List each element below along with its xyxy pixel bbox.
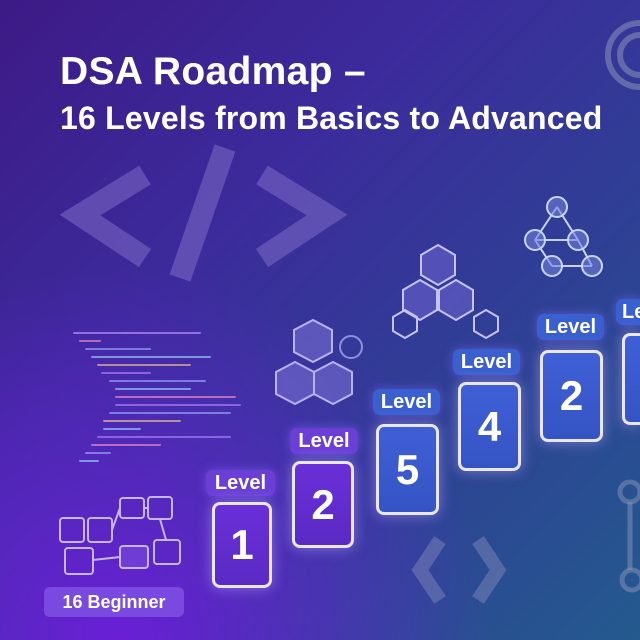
level-card-3: 5 <box>376 424 439 515</box>
level-card-5: 2 <box>540 350 603 442</box>
code-bracket-small-icon <box>411 536 507 604</box>
code-brackets-icon <box>59 144 348 282</box>
level-label-5: Level <box>537 314 604 340</box>
level-number-2: 2 <box>311 480 335 528</box>
level-number-3: 5 <box>395 445 420 493</box>
hexagon-network-icon <box>392 243 499 340</box>
page-title: DSA Roadmap – <box>60 50 366 93</box>
level-card-6 <box>622 333 640 425</box>
level-label-6: Le <box>616 299 640 325</box>
level-number-1: 1 <box>230 521 254 568</box>
level-label-4: Level <box>453 349 520 375</box>
level-number-4: 4 <box>477 402 502 450</box>
cube-stack-icon <box>275 318 353 406</box>
flowchart-icon <box>59 496 181 575</box>
code-snippet-icon <box>73 332 241 462</box>
level-card-2: 2 <box>292 461 354 548</box>
gear-icon <box>605 20 640 90</box>
gear-small-icon <box>617 479 640 593</box>
level-card-1: 1 <box>212 502 272 588</box>
circle-decor <box>339 335 363 359</box>
page-subtitle: 16 Levels from Basics to Advanced <box>60 100 603 136</box>
level-label-2: Level <box>290 428 358 454</box>
level-number-5: 2 <box>559 372 584 419</box>
level-label-1: Level <box>206 470 275 496</box>
level-card-4: 4 <box>458 382 521 471</box>
level-label-3: Level <box>373 389 440 415</box>
graph-node-icon <box>524 196 603 277</box>
beginner-badge: 16 Beginner <box>44 587 184 617</box>
